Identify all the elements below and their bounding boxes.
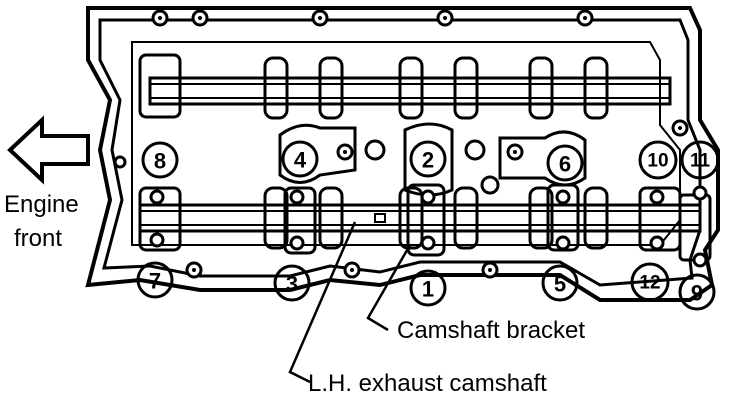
camshaft-brackets: [278, 122, 587, 257]
sequence-number-11: 11: [680, 140, 720, 180]
seq-2-label: 2: [422, 148, 434, 173]
seq-4-label: 4: [294, 148, 307, 173]
leader-lh-exhaust-camshaft: [288, 221, 357, 384]
seq-5-label: 5: [554, 272, 566, 297]
sequence-number-9: 9: [678, 273, 716, 311]
sequence-number-12: 12: [630, 262, 670, 302]
lh-exhaust-camshaft: [138, 186, 712, 262]
intake-camshaft: [138, 53, 672, 120]
lh-exhaust-camshaft-label: L.H. exhaust camshaft: [308, 370, 547, 397]
seq-9-label: 9: [691, 281, 703, 306]
engine-front-arrow: [7, 115, 90, 185]
sequence-number-8: 8: [141, 141, 179, 179]
sequence-number-3: 3: [273, 264, 311, 302]
sequence-number-7: 7: [136, 261, 174, 299]
seq-12-label: 12: [639, 273, 660, 294]
seq-11-label: 11: [690, 151, 711, 172]
sequence-number-6: 6: [546, 144, 584, 182]
sequence-number-5: 5: [541, 264, 579, 302]
seq-6-label: 6: [559, 152, 571, 177]
engine-front-label-line2: front: [14, 225, 62, 252]
camshaft-bracket-label: Camshaft bracket: [397, 317, 585, 344]
engine-front-label-line1: Engine: [4, 191, 79, 218]
bracket-bolts: [149, 185, 708, 268]
sequence-number-1: 1: [409, 269, 447, 307]
seq-3-label: 3: [286, 272, 298, 297]
leader-camshaft-bracket: [366, 244, 412, 332]
cylinder-head-outline: [85, 6, 720, 302]
perimeter-bolts: [113, 9, 689, 279]
seq-8-label: 8: [154, 149, 166, 174]
sequence-number-2: 2: [409, 140, 447, 178]
seq-1-label: 1: [422, 277, 434, 302]
sequence-number-4: 4: [281, 140, 319, 178]
seq-10-label: 10: [647, 151, 668, 172]
sequence-number-10: 10: [638, 140, 678, 180]
seq-7-label: 7: [149, 269, 161, 294]
